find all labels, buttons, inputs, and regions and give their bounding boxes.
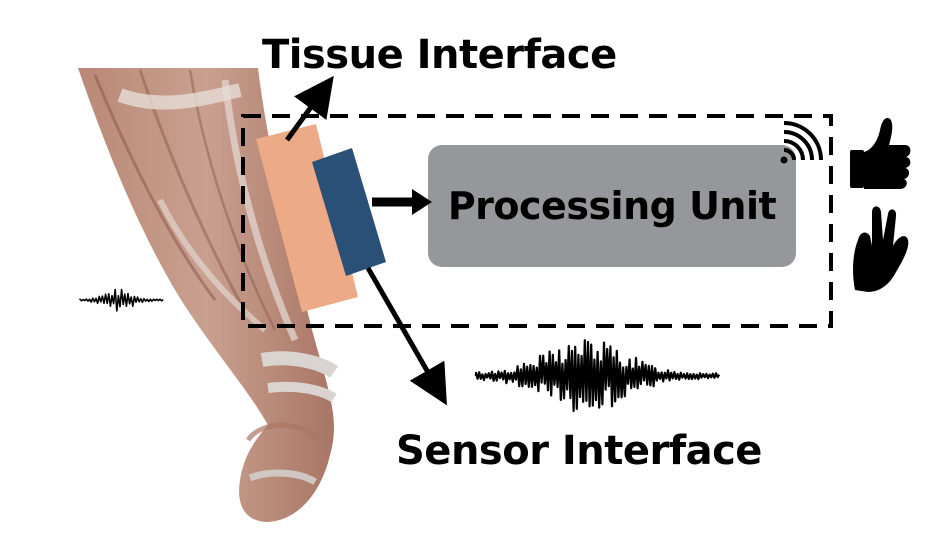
tissue-interface-pad — [256, 124, 358, 312]
emg-signal-small — [79, 288, 164, 312]
arrow-to-tissue-label — [284, 75, 334, 142]
thumbs-up-icon — [850, 118, 911, 189]
wireless-icon — [780, 121, 823, 164]
hand-gesture-icon — [853, 206, 909, 292]
sensor-interface-label: Sensor Interface — [396, 428, 762, 474]
arrow-to-processing-unit-head — [412, 189, 432, 215]
sensor-interface-block — [312, 148, 386, 276]
arrow-to-sensor-label — [365, 266, 447, 406]
processing-unit-label: Processing Unit — [447, 184, 777, 228]
processing-unit-box — [428, 145, 796, 267]
emg-signal-large — [474, 339, 721, 413]
tissue-interface-label: Tissue Interface — [262, 32, 617, 78]
system-boundary-box — [241, 114, 833, 328]
